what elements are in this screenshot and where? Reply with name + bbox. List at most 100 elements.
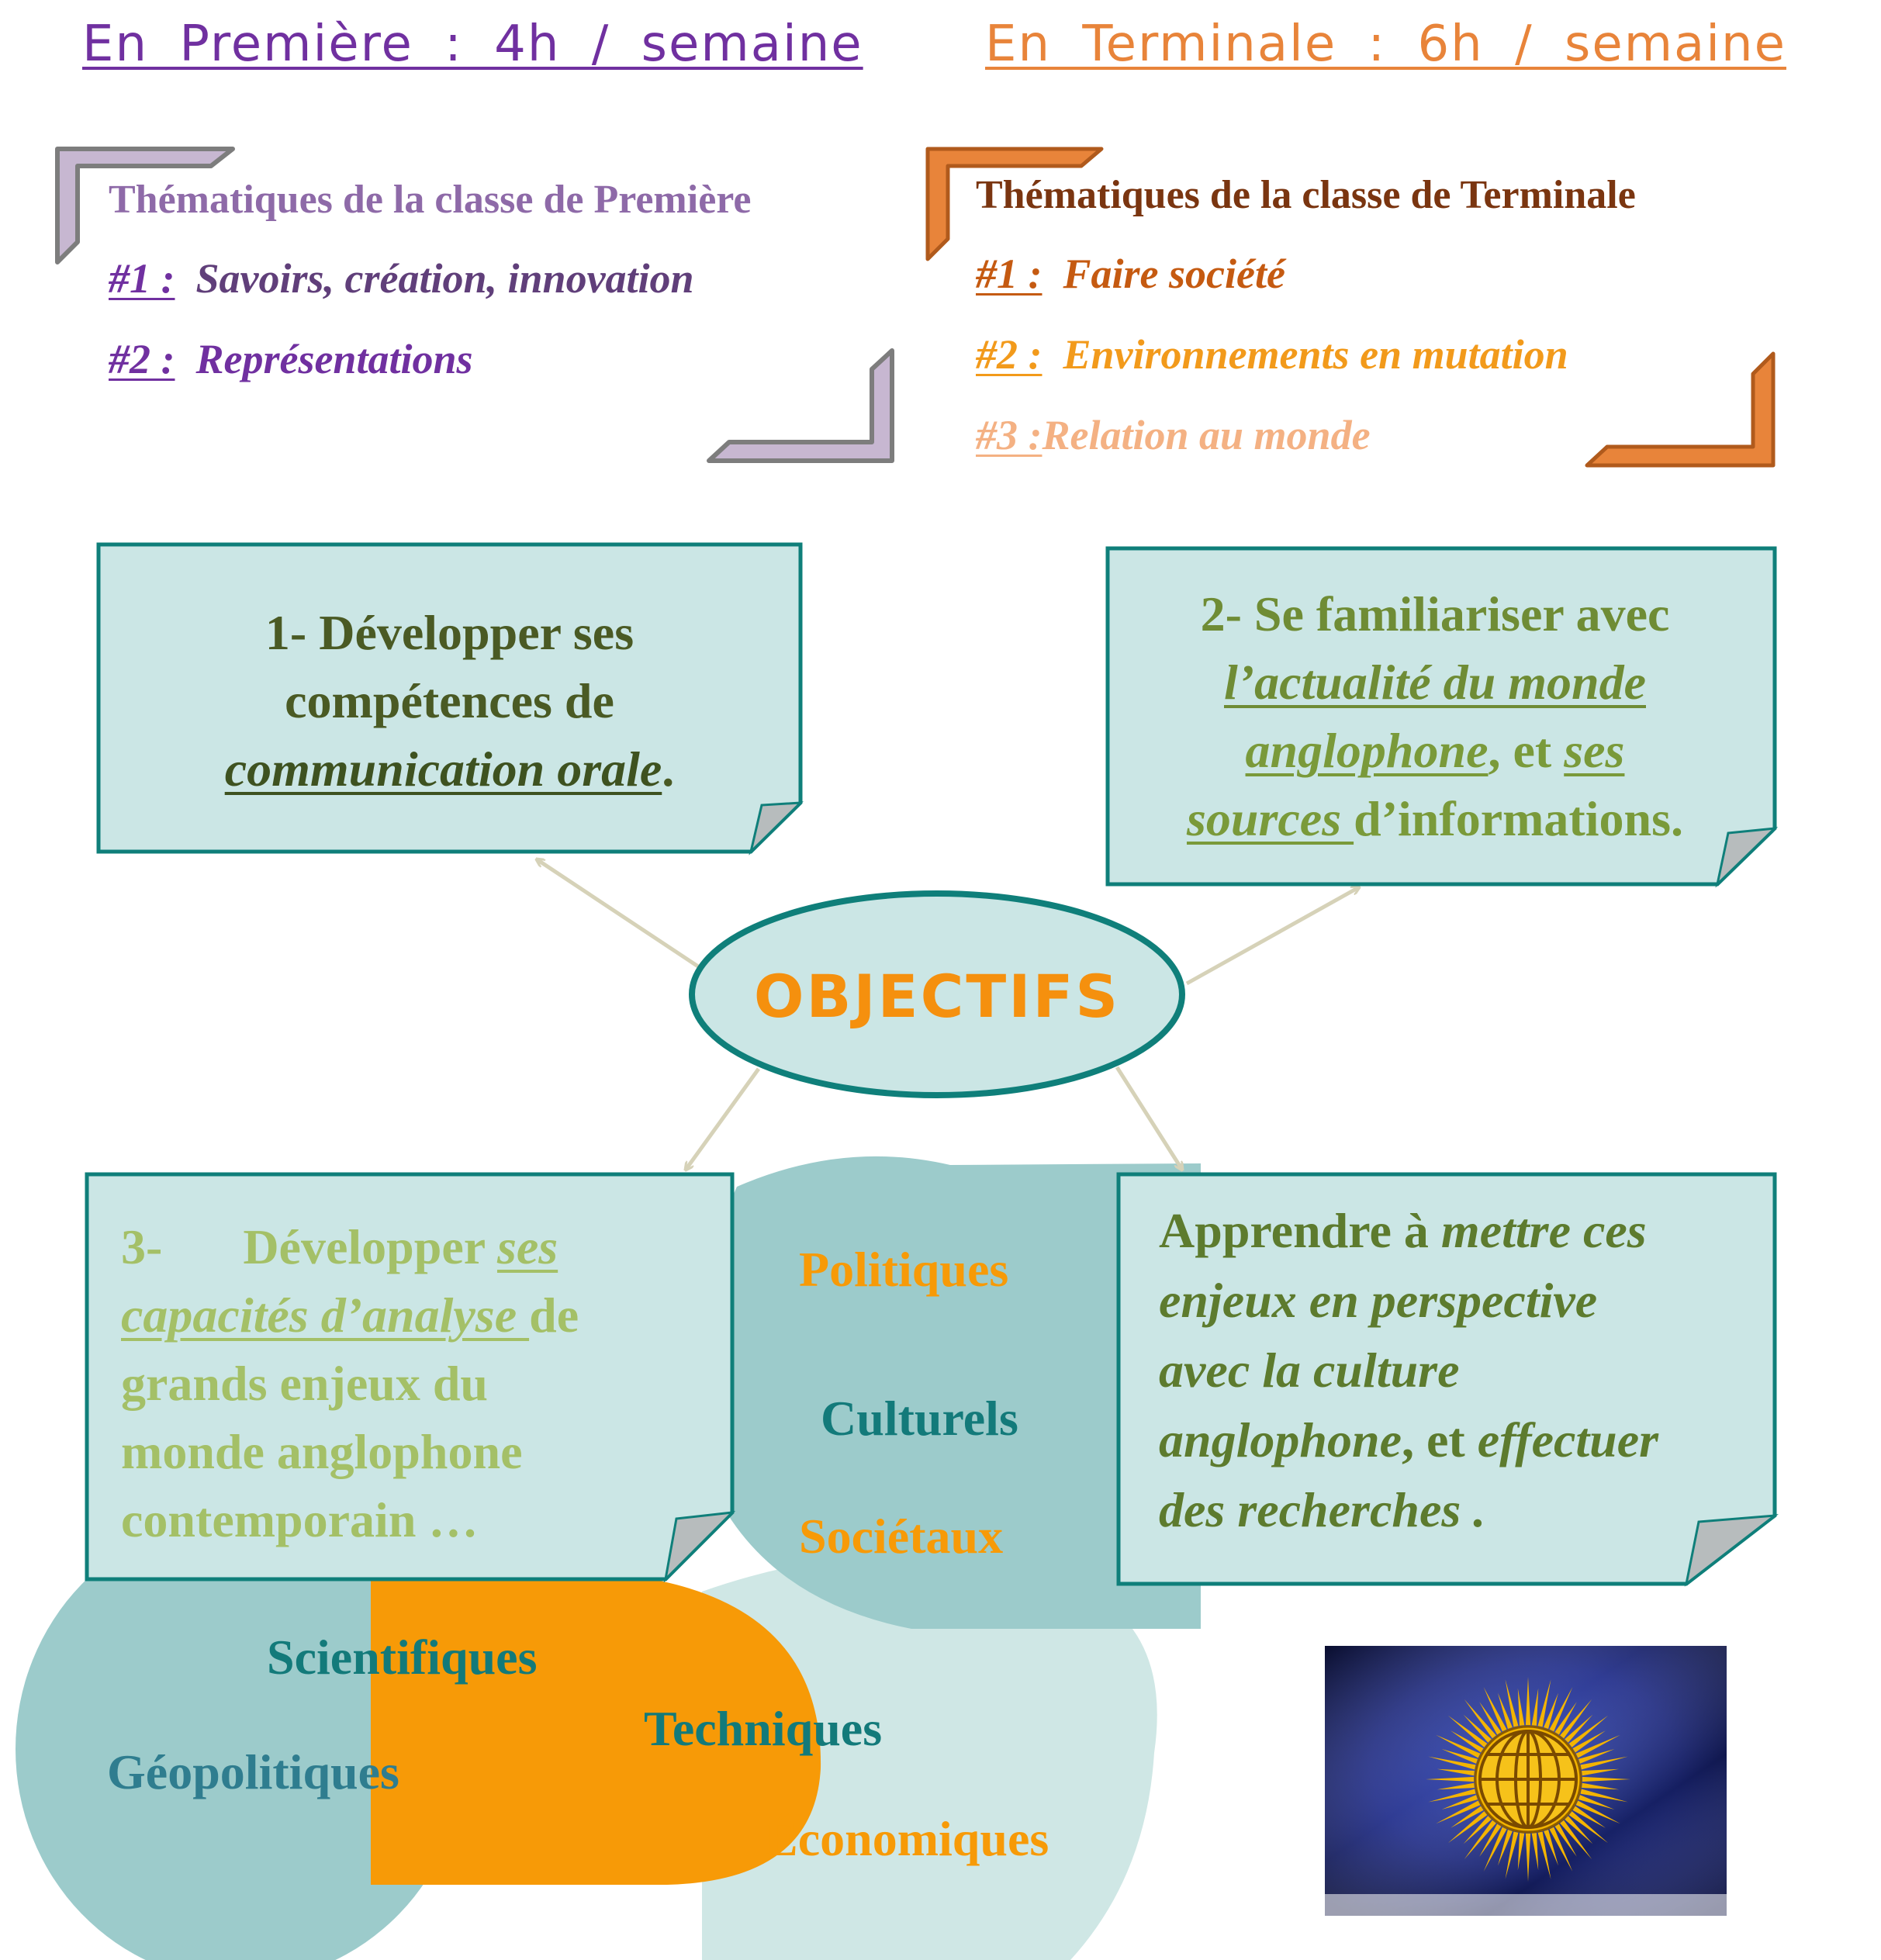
terminale-theme-1-label: Faire société: [1063, 251, 1285, 297]
flag-ray: [1447, 1811, 1488, 1844]
flag-ray: [1483, 1827, 1507, 1872]
flag-ray: [1517, 1833, 1525, 1871]
arrow-to-obj3: [686, 1067, 761, 1170]
obj2-line2: l’actualité du monde: [1117, 648, 1753, 717]
terminale-bracket-top-left: [925, 147, 1104, 261]
flag-ray: [1451, 1806, 1484, 1828]
obj2-end: d’informations.: [1354, 791, 1684, 846]
obj3-emphasis-1: ses: [496, 1219, 558, 1274]
note-obj1-text: 1- Développer ses compétences de communi…: [99, 599, 800, 804]
flag-ray: [1498, 1830, 1513, 1866]
arrow-to-obj1: [537, 859, 700, 969]
terminale-bracket-bottom-right: [1585, 351, 1776, 468]
flag-ray: [1575, 1734, 1620, 1758]
arrow-to-obj2: [1185, 887, 1359, 986]
obj4-line3: avec la culture: [1159, 1343, 1460, 1398]
flag-ray: [1428, 1756, 1476, 1770]
flag-ray: [1582, 1776, 1630, 1782]
obj3-line4: monde anglophone: [121, 1424, 523, 1479]
premiere-bracket-top-left: [55, 147, 235, 264]
obj3-verb: Développer: [243, 1219, 497, 1274]
flag-ray: [1464, 1699, 1496, 1739]
obj2-emphasis-1: l’actualité du monde: [1224, 655, 1646, 710]
obj4-line2: enjeux en perspective: [1159, 1273, 1598, 1328]
obj3-line5: contemporain …: [121, 1492, 479, 1547]
obj4-line5: des recherches .: [1159, 1482, 1486, 1537]
obj2-emphasis-2: anglophone: [1245, 723, 1489, 778]
terminale-theme-2-label: Environnements en mutation: [1063, 331, 1568, 378]
flag-ray: [1531, 1833, 1539, 1871]
obj1-line2: compétences de: [285, 673, 614, 728]
flag-ray: [1544, 1692, 1558, 1729]
obj2-connector: , et: [1488, 723, 1565, 778]
flag-ray: [1505, 1831, 1519, 1879]
flag-ray: [1479, 1702, 1502, 1735]
premiere-bracket-icon: [55, 147, 1776, 468]
flag-ray: [1498, 1692, 1513, 1729]
issue-economiques: Économiques: [765, 1811, 1049, 1866]
issue-geopolitiques: Géopolitiques: [107, 1744, 399, 1799]
flag-ray: [1544, 1830, 1558, 1866]
obj1-line3: communication orale.: [99, 735, 800, 804]
premiere-theme-1-number: #1 :: [109, 255, 175, 302]
flag-ray: [1437, 1782, 1475, 1790]
terminale-themes-title: Thématiques de la classe de Terminale: [976, 173, 1636, 217]
terminale-theme-2: #2 : Environnements en mutation: [976, 330, 1568, 379]
flag-ray: [1441, 1749, 1478, 1764]
issue-politiques: Politiques: [799, 1242, 1009, 1297]
flag-ray: [1437, 1768, 1475, 1776]
issue-scientifiques: Scientifiques: [267, 1630, 538, 1685]
obj4-emphasis-3: effectuer: [1477, 1412, 1659, 1467]
flag-ray: [1428, 1789, 1476, 1803]
premiere-heading: En Première : 4h / semaine: [82, 16, 863, 73]
teal-blob-top: [697, 1156, 1201, 1629]
flag-ray: [1560, 1820, 1592, 1860]
obj2-emphasis-3: ses: [1564, 723, 1625, 778]
flag-ray: [1531, 1688, 1539, 1726]
obj4-connector: , et: [1401, 1412, 1478, 1467]
issue-techniques: Techniques: [644, 1701, 883, 1756]
terminale-heading: En Terminale : 6h / semaine: [985, 16, 1786, 73]
obj1-line1: 1- Développer ses: [265, 605, 634, 660]
terminale-theme-1-number: #1 :: [976, 251, 1043, 297]
flag-ray: [1505, 1679, 1519, 1727]
flag-rays: [1426, 1677, 1630, 1882]
flag-ray: [1568, 1811, 1609, 1844]
obj2-line1: 2- Se familiariser avec: [1200, 586, 1670, 641]
flag-ray: [1560, 1699, 1592, 1739]
flag-ray: [1463, 1714, 1492, 1743]
flag-ray: [1517, 1688, 1525, 1726]
obj4-emphasis-2: anglophone: [1159, 1412, 1402, 1467]
obj1-period: .: [662, 741, 675, 797]
flag-ray: [1565, 1816, 1593, 1844]
objectifs-label: OBJECTIFS: [753, 962, 1121, 1031]
obj3-de: de: [529, 1288, 579, 1343]
flag-ray: [1426, 1776, 1475, 1782]
flag-ray: [1572, 1806, 1606, 1828]
flag-ray: [1436, 1800, 1481, 1824]
obj4-verb: Apprendre à: [1159, 1203, 1441, 1258]
flag-ray: [1554, 1823, 1577, 1857]
flag-ray: [1582, 1768, 1620, 1776]
premiere-bracket-bottom-right: [707, 348, 894, 463]
flag-ray: [1441, 1795, 1478, 1810]
flag-ray: [1447, 1715, 1488, 1747]
flag-ray: [1537, 1679, 1551, 1727]
flag-ray: [1572, 1730, 1606, 1753]
obj3-emphasis-2: capacités d’analyse: [121, 1288, 530, 1343]
terminale-theme-1: #1 : Faire société: [976, 250, 1285, 298]
obj3-number: 3-: [121, 1219, 163, 1274]
note-obj3-fold-icon: [663, 1511, 736, 1583]
flag-ray: [1537, 1831, 1551, 1879]
obj2-emphasis-4: sources: [1186, 791, 1354, 846]
issue-societaux: Sociétaux: [799, 1509, 1004, 1564]
teal-circle-left: [16, 1516, 465, 1960]
flag-ray: [1565, 1714, 1593, 1743]
obj3-line3: grands enjeux du: [121, 1356, 488, 1411]
obj4-line4: anglophone, et effectuer: [1159, 1405, 1658, 1475]
obj3-line2: capacités d’analyse de: [121, 1281, 579, 1350]
terminale-theme-3-number: #3 :: [976, 412, 1043, 458]
note-obj4-fold-icon: [1684, 1514, 1779, 1587]
